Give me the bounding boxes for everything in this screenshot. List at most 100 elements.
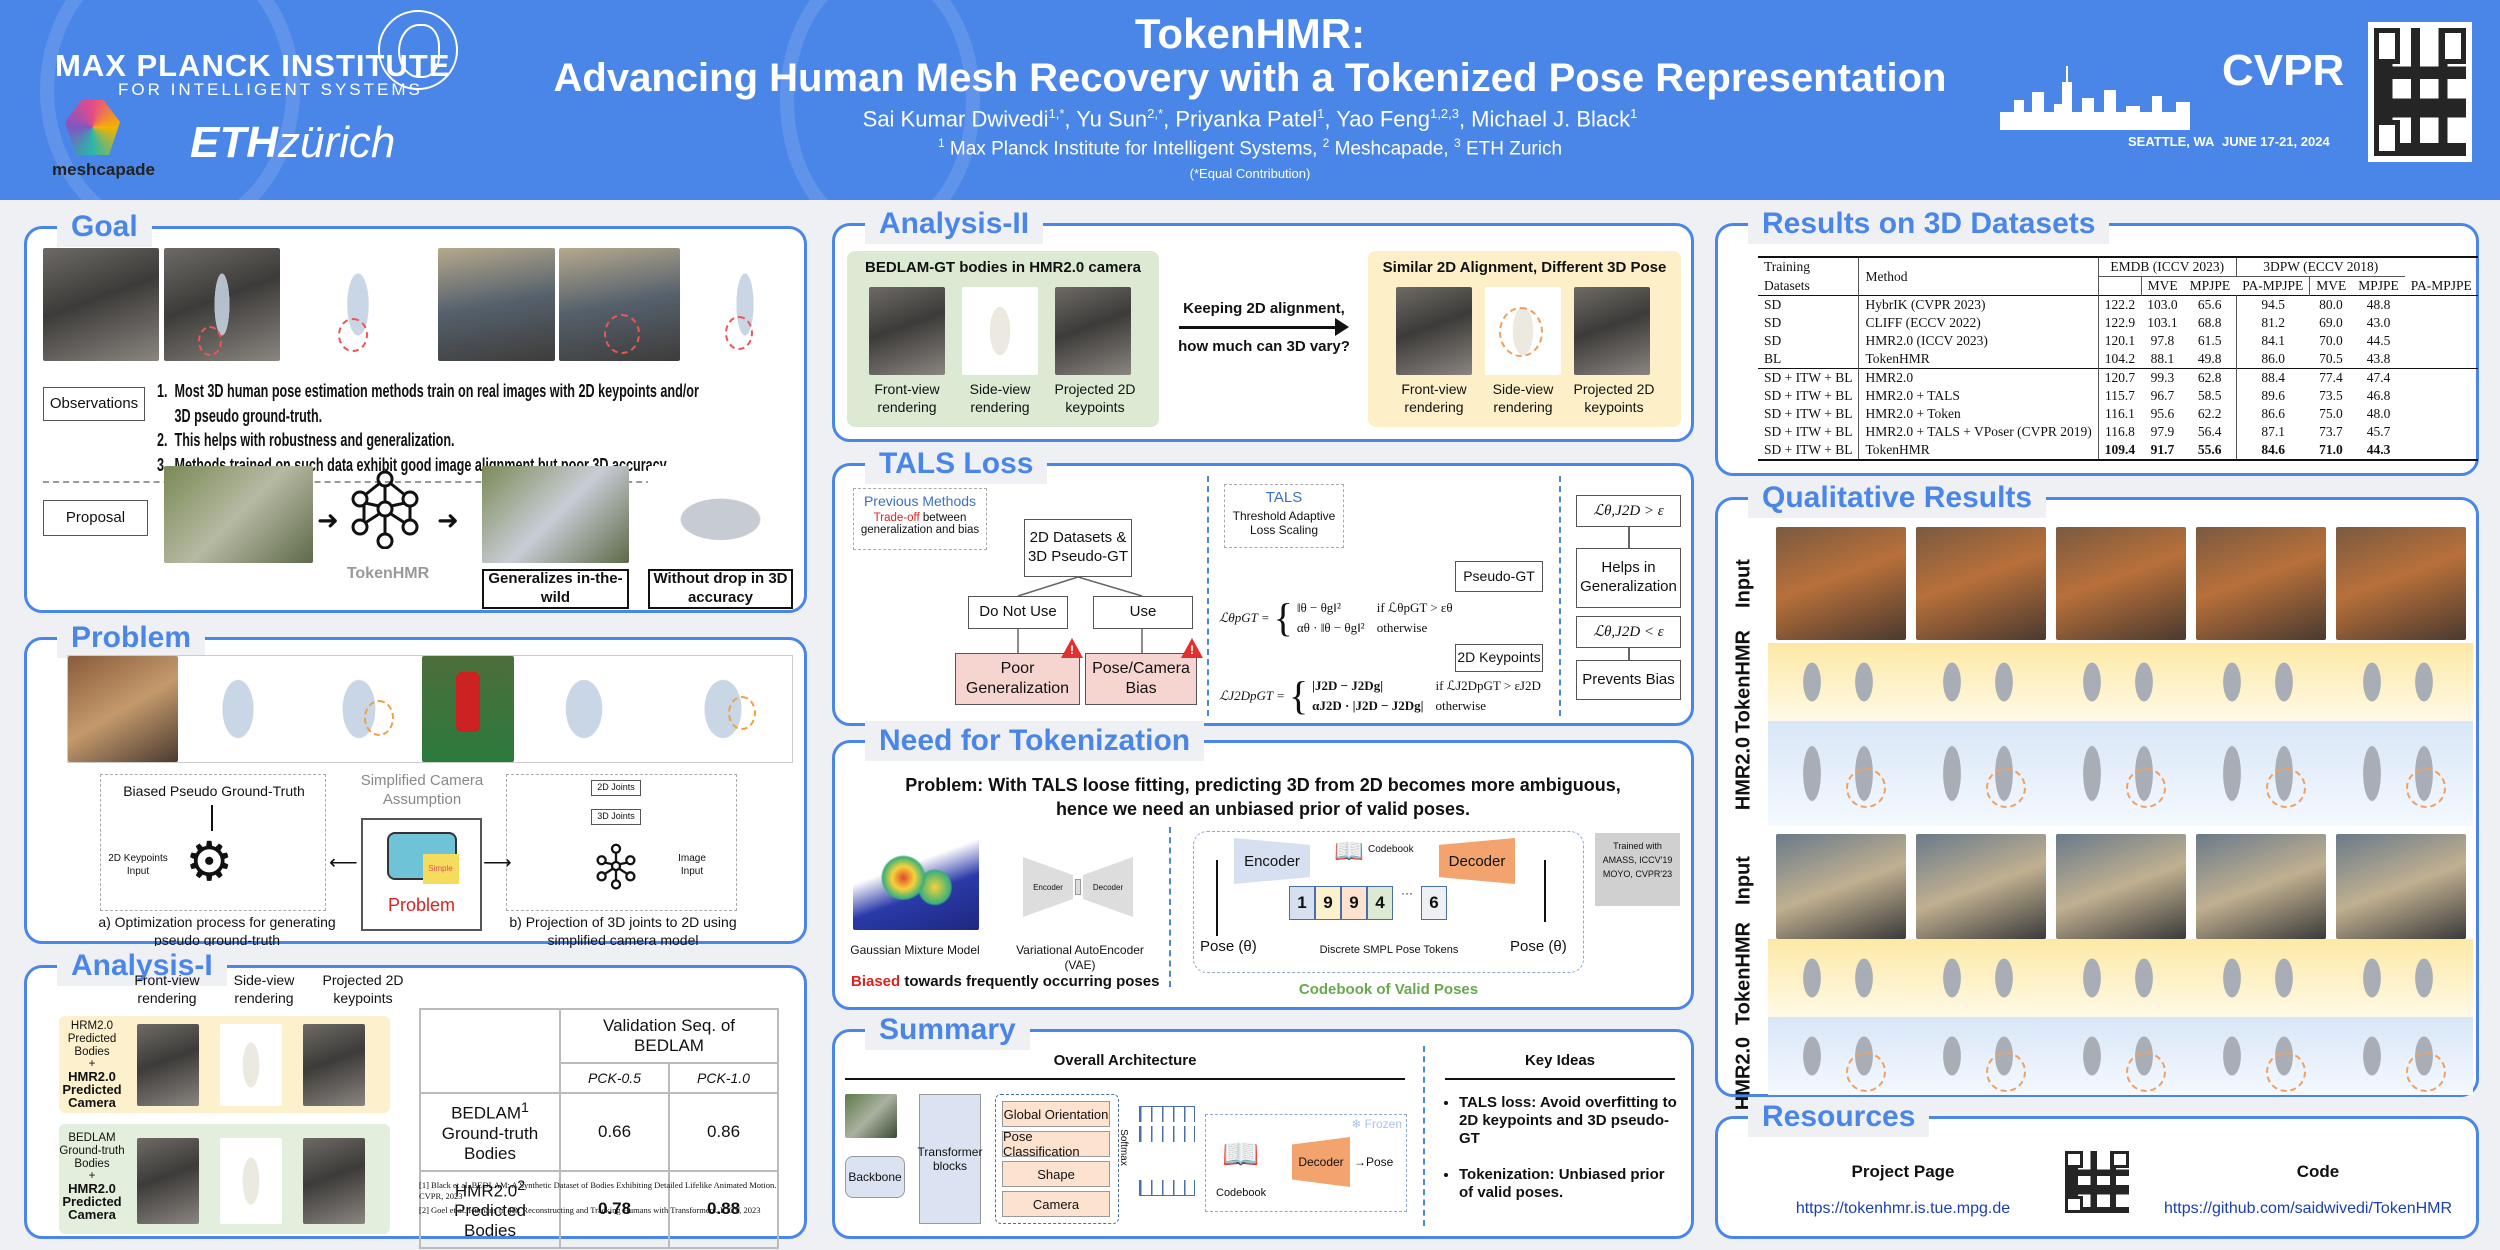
metric-cell: 97.8 xyxy=(2150,333,2175,348)
cell: 0.78 xyxy=(559,1169,670,1250)
side-view-render xyxy=(220,1138,282,1224)
code-link[interactable]: https://github.com/saidwivedi/TokenHMR xyxy=(2163,1200,2453,1217)
poster-subtitle: Advancing Human Mesh Recovery with a Tok… xyxy=(553,56,1947,100)
meshcapade-logo-text: meshcapade xyxy=(52,160,155,179)
problem-panel: Problem Biased Pseudo Ground-Truth ⚙ 2D … xyxy=(24,618,807,948)
metric-header: MPJPE xyxy=(2189,278,2231,293)
metric-cell: 120.1 xyxy=(2097,332,2142,350)
input-photo xyxy=(2056,834,2186,939)
author-name: Priyanka Patel xyxy=(1175,106,1318,132)
author-affiliation-sup: 1,* xyxy=(1048,106,1065,121)
cvpr-location: SEATTLE, WA xyxy=(2128,134,2215,149)
metric-cell: 122.9 xyxy=(2097,314,2142,332)
biased-word: Biased xyxy=(851,973,901,990)
keypoints-projection xyxy=(1055,287,1131,375)
column-header: Side-view rendering xyxy=(233,972,295,1006)
metric-cell: 65.6 xyxy=(2197,297,2222,312)
affiliation-sup: 1 xyxy=(937,136,945,150)
front-mesh xyxy=(516,656,652,762)
training-datasets-cell: SD + ITW + BL xyxy=(1764,370,1853,385)
group-header: 3DPW (ECCV 2018) xyxy=(2235,257,2405,277)
metric-cell: 45.7 xyxy=(2366,424,2391,439)
metric-cell: 103.0 xyxy=(2147,297,2178,312)
row-label-line: Predicted xyxy=(67,1032,117,1045)
metric-cell: 75.0 xyxy=(2319,406,2343,421)
training-datasets-cell: SD + ITW + BL xyxy=(1764,406,1853,421)
key-ideas-list: TALS loss: Avoid overfitting to 2D keypo… xyxy=(1459,1094,1679,1202)
pose-token: 9 xyxy=(1315,886,1341,920)
author-name: Yao Feng xyxy=(1336,106,1431,132)
section-title: Problem xyxy=(57,618,206,658)
pose-input-label: Pose (θ) xyxy=(1200,938,1257,955)
training-datasets-cell: SD + ITW + BL xyxy=(1764,424,1853,439)
qr-code-icon[interactable] xyxy=(2368,22,2472,162)
predicted-mesh xyxy=(1794,727,1830,820)
group-title: Similar 2D Alignment, Different 3D Pose xyxy=(1382,259,1667,276)
metric-cell: 47.4 xyxy=(2366,370,2391,385)
arrow-down-icon xyxy=(1628,527,1630,548)
input-photo xyxy=(2056,527,2186,640)
row-label-line: Bodies xyxy=(74,1157,110,1170)
soccer-photo xyxy=(422,656,514,762)
key-idea: Tokenization: Unbiased prior of valid po… xyxy=(1459,1166,1679,1202)
predicted-mesh xyxy=(1794,1023,1830,1089)
arrow-down-icon xyxy=(1628,648,1630,660)
divider xyxy=(1423,1046,1425,1226)
input-photo xyxy=(1916,834,2046,939)
image-label: Projected 2D keypoints xyxy=(1573,381,1655,415)
column-header: Front-view rendering xyxy=(134,972,200,1006)
affiliation-name: Max Planck Institute for Intelligent Sys… xyxy=(944,138,1323,160)
project-qr-code-icon[interactable] xyxy=(2063,1149,2131,1215)
metric-cell: 62.2 xyxy=(2197,406,2222,421)
equation-term: αJ2D · |J2D − J2Dg| xyxy=(1312,698,1424,713)
arrow-right-icon xyxy=(1179,318,1349,336)
metric-cell: 88.4 xyxy=(2235,368,2310,387)
tradeoff-text: Trade-off xyxy=(873,512,920,524)
affiliation-name: Meshcapade, xyxy=(1329,138,1454,160)
pose-camera-bias-box: Pose/Camera Bias xyxy=(1085,653,1197,705)
network-label: TokenHMR xyxy=(346,565,430,582)
result-photo-overlay xyxy=(482,466,629,563)
image-input-label: Image Input xyxy=(678,853,706,877)
image-label: Front-view rendering xyxy=(1401,381,1467,415)
error-highlight-circle xyxy=(1986,768,2026,809)
observations-list: 1. Most 3D human pose estimation methods… xyxy=(157,379,699,477)
affiliation-sup: 2 xyxy=(1322,136,1330,150)
side-view-render xyxy=(962,287,1038,375)
key-ideas-title: Key Ideas xyxy=(1524,1052,1596,1069)
poor-generalization-box: Poor Generalization xyxy=(955,653,1080,705)
metric-cell: 89.6 xyxy=(2235,387,2310,405)
input-photo xyxy=(2336,834,2466,939)
tokenization-panel: Need for Tokenization Problem: With TALS… xyxy=(832,721,1694,1010)
error-highlight-circle xyxy=(2406,768,2446,809)
cell: 0.88 xyxy=(667,1169,780,1250)
metric-cell: 97.9 xyxy=(2150,424,2175,439)
metric-cell: 122.2 xyxy=(2097,295,2142,314)
metric-cell: 68.8 xyxy=(2197,315,2222,330)
predicted-mesh xyxy=(1986,945,2022,1011)
reference: [1] Black et al. BEDLAM: A Synthetic Dat… xyxy=(419,1180,777,1201)
front-view-render xyxy=(1396,287,1472,375)
project-page-link[interactable]: https://tokenhmr.is.tue.mpg.de xyxy=(1795,1200,2011,1217)
affiliation-name: ETH Zurich xyxy=(1460,138,1563,160)
equation-term: ‖θ − θg‖² xyxy=(1296,600,1341,615)
equation-lhs: ℒJ2DpGT = xyxy=(1219,688,1285,703)
section-title: Summary xyxy=(865,1010,1030,1050)
metric-cell: 84.1 xyxy=(2235,332,2310,350)
predicted-mesh xyxy=(2406,945,2442,1011)
front-view-render xyxy=(869,287,945,375)
metric-cell: 80.0 xyxy=(2319,297,2343,312)
training-datasets-cell: SD xyxy=(1764,333,1782,348)
metric-header: PCK-1.0 xyxy=(667,1062,780,1094)
decoder-block: Decoder xyxy=(1439,838,1515,884)
predicted-mesh xyxy=(1934,945,1970,1011)
problem-label: Problem xyxy=(387,895,456,916)
flow-line xyxy=(1544,860,1546,922)
